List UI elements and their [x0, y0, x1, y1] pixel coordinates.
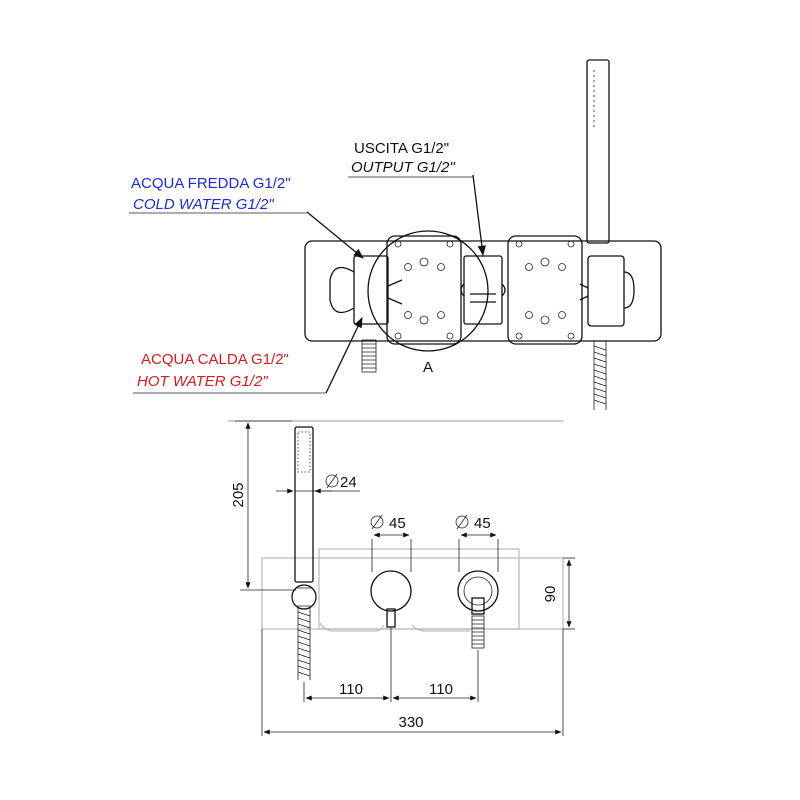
dim-110-right: 110	[429, 681, 453, 698]
outlet-label-en: OUTPUT G1/2"	[351, 159, 455, 176]
detail-circle-a	[367, 230, 489, 352]
shower-hose-top	[593, 340, 607, 410]
left-knob	[370, 570, 412, 628]
dim-90: 90	[542, 586, 559, 603]
left-valve-fitting	[329, 255, 403, 325]
dim-24: 24	[340, 474, 357, 491]
cold-label-it: ACQUA FREDDA G1/2"	[131, 175, 291, 192]
dim-45-left: 45	[389, 515, 406, 532]
hot-label-en: HOT WATER G1/2"	[137, 373, 268, 390]
detail-label: A	[423, 359, 433, 376]
hand-shower-front	[291, 426, 317, 680]
front-view: 205 24 45 45 90 110 110	[228, 420, 575, 736]
right-cartridge-block	[507, 235, 583, 345]
cold-label-en: COLD WATER G1/2"	[133, 196, 274, 213]
plate-inner-rect	[318, 548, 520, 630]
hot-label-it: ACQUA CALDA G1/2"	[141, 351, 289, 368]
dim-110-left: 110	[339, 681, 363, 698]
outlet-label-it: USCITA G1/2"	[354, 140, 449, 157]
cold-leader	[306, 211, 364, 259]
wall-connector	[579, 255, 635, 327]
dim-205: 205	[230, 482, 247, 507]
outlet-leader	[472, 174, 486, 257]
trim-plate	[261, 557, 564, 630]
diameter-symbol	[325, 473, 339, 489]
plate-lower-detail	[319, 622, 470, 632]
body-plate	[304, 240, 662, 342]
left-cartridge-block	[386, 235, 462, 345]
hot-water-pipe	[361, 339, 377, 373]
diameter-symbol	[455, 514, 469, 530]
dim-45-right: 45	[474, 515, 491, 532]
dim-330: 330	[398, 714, 423, 731]
right-knob	[457, 570, 499, 649]
hot-leader	[325, 317, 363, 394]
diameter-symbol	[370, 514, 384, 530]
rough-in-body-view	[304, 59, 662, 410]
hand-shower-top	[586, 59, 610, 244]
